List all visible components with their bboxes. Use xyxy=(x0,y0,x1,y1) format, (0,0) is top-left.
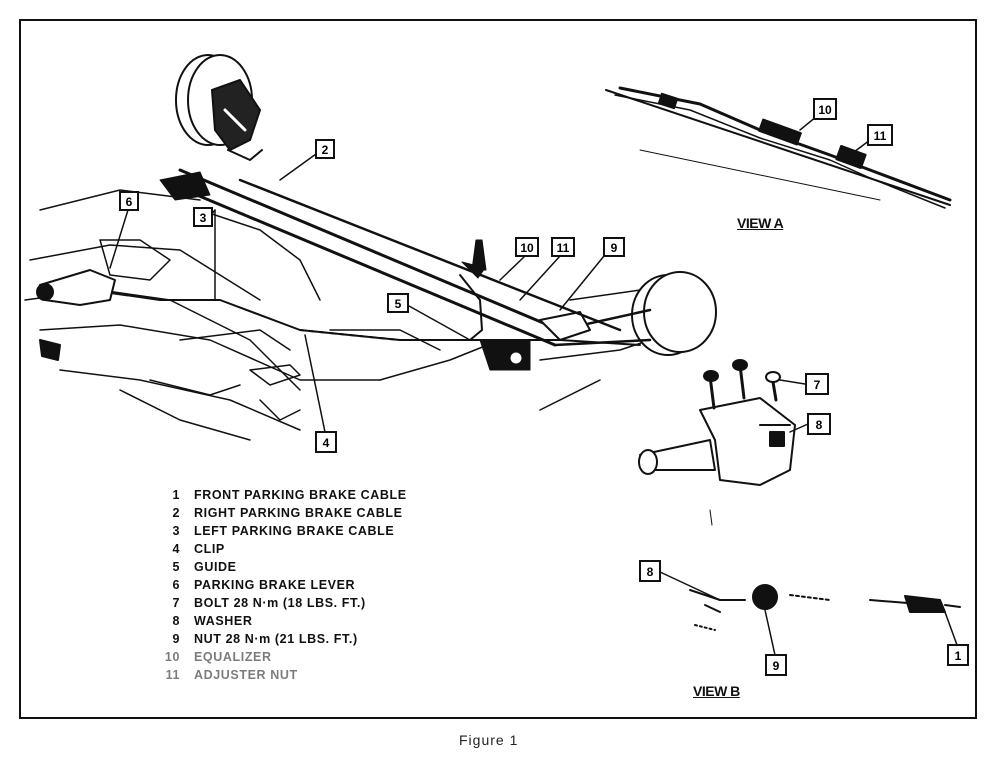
svg-text:8: 8 xyxy=(816,418,823,432)
parking-brake-lever xyxy=(36,269,116,361)
view-b-detail xyxy=(689,584,961,631)
svg-text:6: 6 xyxy=(126,195,133,209)
callout-4: 4 xyxy=(315,431,337,453)
lever-assembly-detail xyxy=(638,359,796,526)
svg-text:3: 3 xyxy=(200,211,207,225)
callout-view-a-11: 11 xyxy=(867,124,893,146)
svg-text:11: 11 xyxy=(874,129,887,143)
callout-6: 6 xyxy=(119,191,139,211)
figure-frame xyxy=(19,19,977,719)
view-a-label: VIEW A xyxy=(737,215,784,231)
svg-text:10: 10 xyxy=(818,103,832,117)
callout-view-a-10: 10 xyxy=(813,98,837,120)
vehicle-floor-pan xyxy=(24,189,651,441)
svg-text:9: 9 xyxy=(773,659,780,673)
figure-caption: Figure 1 xyxy=(459,732,519,748)
view-b-label: VIEW B xyxy=(693,683,740,699)
right-brake-drum xyxy=(631,271,717,356)
svg-text:4: 4 xyxy=(323,436,330,450)
svg-text:11: 11 xyxy=(557,241,570,255)
left-brake-drum xyxy=(175,54,263,161)
callout-6-detail: 8 xyxy=(807,413,831,435)
callout-view-b-8: 8 xyxy=(639,560,661,582)
brake-cables xyxy=(89,178,641,346)
callout-view-b-1: 1 xyxy=(947,644,969,666)
svg-text:1: 1 xyxy=(955,649,962,663)
leader-lines xyxy=(109,111,958,656)
callout-10: 10 xyxy=(515,237,539,257)
cable-guide xyxy=(461,239,487,279)
callout-2: 2 xyxy=(315,139,335,159)
svg-text:7: 7 xyxy=(814,378,821,392)
svg-text:8: 8 xyxy=(647,565,654,579)
svg-text:9: 9 xyxy=(611,241,618,255)
svg-text:2: 2 xyxy=(322,143,329,157)
callout-11: 11 xyxy=(551,237,575,257)
callout-5: 5 xyxy=(387,293,409,313)
callout-9: 9 xyxy=(603,237,625,257)
callout-3: 3 xyxy=(193,207,213,227)
svg-text:5: 5 xyxy=(395,297,402,311)
callouts: 2 6 3 10 11 9 5 4 xyxy=(119,98,969,676)
view-a-detail xyxy=(605,86,952,209)
svg-text:10: 10 xyxy=(520,241,534,255)
callout-view-b-9: 9 xyxy=(765,654,787,676)
callout-7: 7 xyxy=(805,373,829,395)
